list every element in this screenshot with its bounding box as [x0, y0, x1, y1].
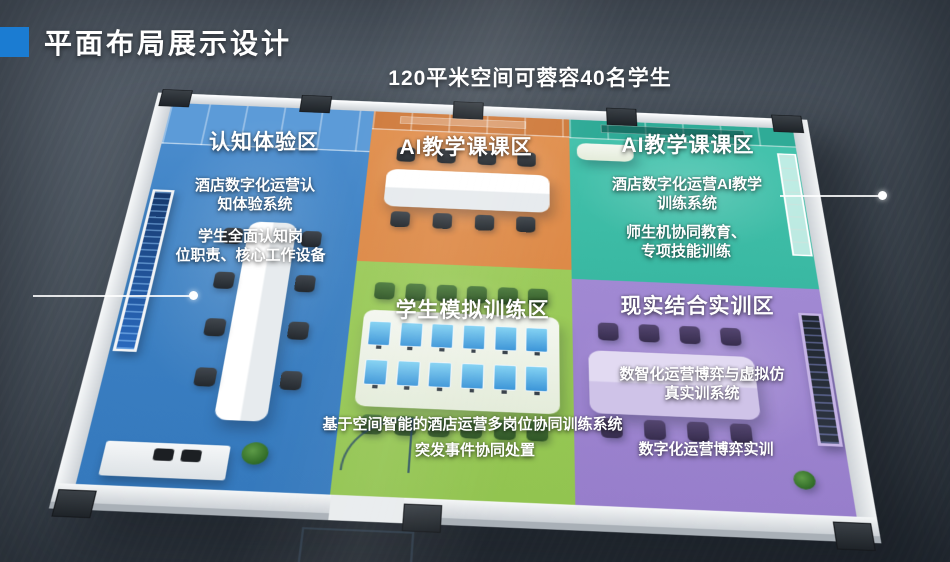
pillar — [51, 489, 97, 518]
chair — [644, 420, 667, 441]
computer-monitor — [525, 366, 548, 393]
zone-title-ai-right: AI教学课课区 — [588, 133, 788, 160]
chair — [598, 323, 619, 341]
chair — [203, 318, 227, 337]
entry-mat — [295, 527, 415, 562]
callout-dot — [878, 191, 887, 200]
title-accent-square — [0, 27, 29, 57]
pillar — [158, 89, 193, 107]
computer-monitor — [460, 363, 484, 390]
page-title: 平面布局展示设计 — [44, 22, 292, 62]
zone-text-cognitive-system: 酒店数字化运营认 知体验系统 — [150, 176, 360, 214]
text-line: 突发事件协同处置 — [370, 441, 580, 460]
chair — [687, 421, 710, 442]
zone-title-reality: 现实结合实训区 — [585, 294, 810, 321]
zone-title-ai-center: AI教学课课区 — [366, 135, 566, 162]
text-line: 基于空间智能的酒店运营多岗位协同训练系统 — [300, 415, 645, 434]
computer-monitor — [399, 322, 423, 348]
capacity-subtitle: 120平米空间可蓉容40名学生 — [328, 62, 732, 92]
computer-monitor — [526, 327, 549, 353]
zone-text-simulation-system: 基于空间智能的酒店运营多岗位协同训练系统 — [300, 415, 645, 434]
pillar — [606, 108, 637, 126]
chair — [516, 216, 535, 232]
pillar — [833, 522, 876, 552]
chair — [279, 370, 303, 390]
computer-monitor — [363, 359, 388, 386]
text-line: 训练系统 — [572, 194, 802, 213]
callout-line-left — [33, 295, 193, 297]
zone-title-simulation: 学生模拟训练区 — [360, 298, 585, 325]
chair — [432, 213, 452, 229]
pillar — [453, 101, 484, 119]
chair — [679, 326, 701, 345]
text-line: 知体验系统 — [150, 195, 360, 214]
zone-text-reality-goal: 数字化运营博弈实训 — [592, 440, 820, 459]
zone-text-ai-goal: 师生机协同教育、 专项技能训练 — [581, 223, 791, 261]
text-line: 酒店数字化运营认 — [150, 176, 360, 195]
seat — [152, 449, 174, 462]
seminar-table — [384, 168, 550, 212]
zone-text-cognitive-goal: 学生全面认知岗 位职责、核心工作设备 — [128, 227, 373, 265]
chair — [287, 321, 310, 340]
computer-monitor — [430, 323, 454, 349]
computer-monitor — [494, 326, 517, 352]
seat — [180, 450, 202, 463]
zone-text-ai-system: 酒店数字化运营AI教学 训练系统 — [572, 175, 802, 213]
pillar — [402, 504, 442, 533]
computer-monitor — [395, 360, 420, 387]
chair — [212, 272, 235, 290]
chair — [474, 214, 494, 230]
zone-title-cognitive: 认知体验区 — [164, 130, 364, 157]
text-line: 数智化运营博弈与虚拟仿 — [588, 365, 816, 384]
callout-dot — [189, 291, 198, 300]
computer-monitor — [428, 362, 453, 389]
pillar — [299, 95, 332, 113]
text-line: 师生机协同教育、 — [581, 223, 791, 242]
reception-counter — [98, 440, 230, 480]
zone-text-reality-system: 数智化运营博弈与虚拟仿 真实训系统 — [588, 365, 816, 403]
zone-text-simulation-goal: 突发事件协同处置 — [370, 441, 580, 460]
computer-monitor — [493, 364, 517, 391]
text-line: 学生全面认知岗 — [128, 227, 373, 246]
text-line: 数字化运营博弈实训 — [592, 440, 820, 459]
text-line: 专项技能训练 — [581, 242, 791, 261]
chair — [294, 275, 316, 293]
chair — [720, 328, 742, 347]
text-line: 位职责、核心工作设备 — [128, 246, 373, 265]
text-line: 真实训系统 — [588, 384, 816, 403]
computer-monitor — [462, 325, 485, 351]
text-line: 酒店数字化运营AI教学 — [572, 175, 802, 194]
chair — [638, 324, 659, 343]
pillar — [771, 115, 804, 133]
chair — [193, 367, 218, 387]
chair — [390, 211, 411, 227]
